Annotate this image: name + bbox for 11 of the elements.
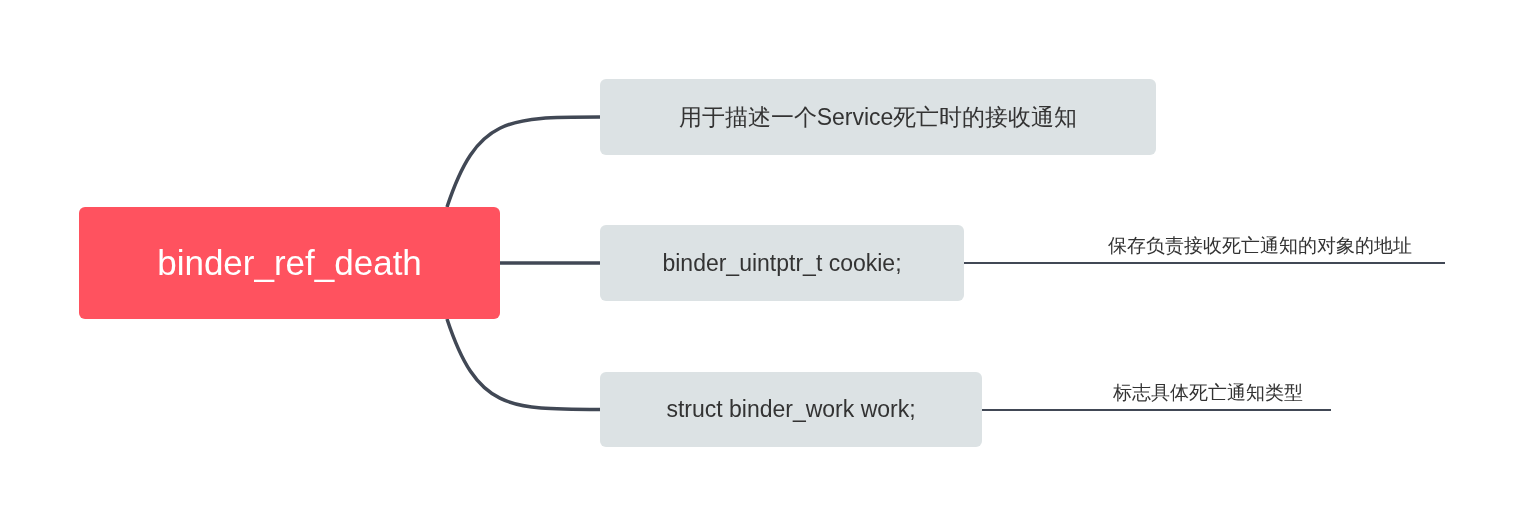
connector-line	[963, 262, 1076, 264]
connector-line	[981, 409, 1086, 411]
underlined-note: 标志具体死亡通知类型	[1085, 375, 1331, 411]
connector-line	[500, 261, 600, 265]
connector-line	[445, 318, 600, 412]
root-topic-box: binder_ref_death	[79, 207, 500, 319]
connector-line	[445, 115, 600, 208]
underlined-note: 保存负责接收死亡通知的对象的地址	[1075, 228, 1445, 264]
topic-box: binder_uintptr_t cookie;	[600, 225, 964, 301]
topic-box: 用于描述一个Service死亡时的接收通知	[600, 79, 1156, 155]
topic-box: struct binder_work work;	[600, 372, 982, 447]
